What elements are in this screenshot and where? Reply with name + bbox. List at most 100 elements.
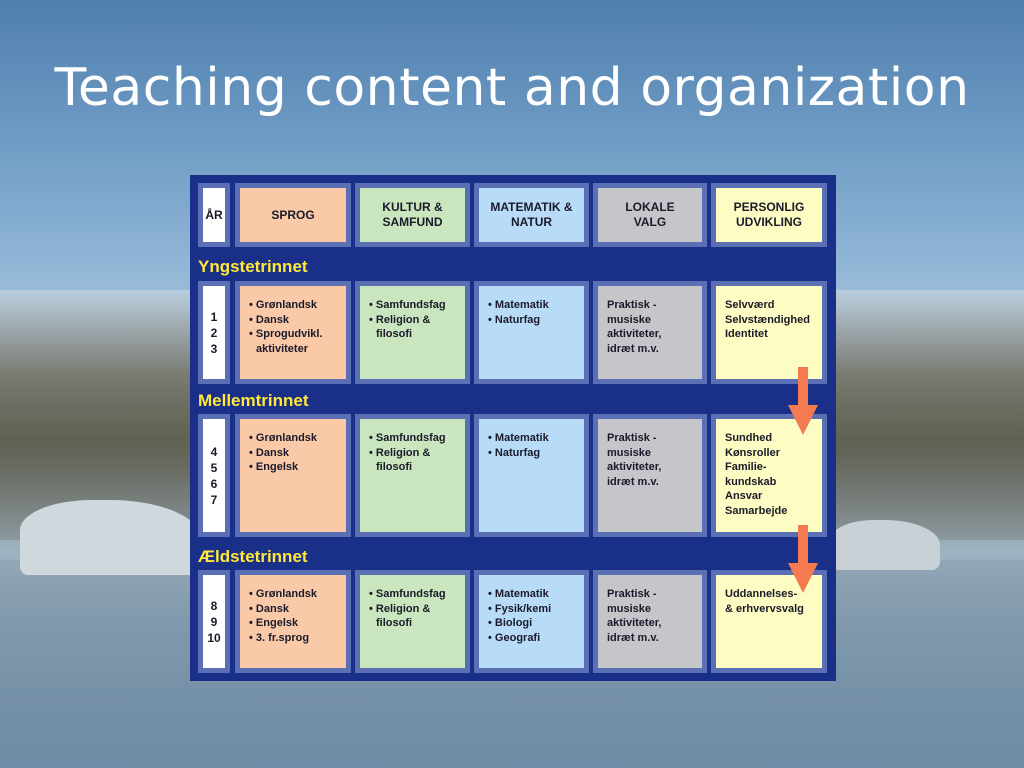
progression-arrow-down-icon (788, 367, 818, 435)
header-kultur-label: KULTUR & SAMFUND (382, 200, 442, 230)
subject-item: aktiviteter, (607, 328, 662, 340)
subject-item-continued: filosofi (376, 328, 413, 340)
header-kultur: KULTUR & SAMFUND (355, 183, 470, 247)
subject-item: Praktisk - (607, 432, 657, 444)
subject-item: aktiviteter, (607, 617, 662, 629)
subject-item: Naturfag (488, 313, 584, 328)
header-sprog-label: SPROG (271, 207, 315, 222)
cell-sprog: Grønlandsk Dansk Engelsk 3. fr.sprog (235, 570, 351, 673)
header-personlig-line: PERSONLIG (733, 200, 805, 214)
subject-item: Praktisk - (607, 588, 657, 600)
subject-item: Grønlandsk (249, 298, 346, 313)
slide-title: Teaching content and organization (54, 58, 970, 118)
year-number: 8 (210, 598, 218, 613)
subject-item: Samfundsfag (369, 298, 465, 313)
header-personlig-line: UDVIKLING (736, 215, 802, 229)
cell-lokale: Praktisk - musiske aktiviteter, idræt m.… (593, 570, 707, 673)
subject-item: Samarbejde (725, 504, 788, 517)
subject-item: musiske (607, 602, 652, 615)
header-lokale-label: LOKALE VALG (625, 200, 674, 230)
cell-kultur: Samfundsfag Religion & filosofi (355, 281, 470, 384)
subject-item: Engelsk (249, 616, 346, 631)
subject-item: Matematik (488, 298, 584, 313)
year-number: 6 (210, 476, 218, 491)
subject-item: Matematik (488, 587, 584, 602)
subject-item: 3. fr.sprog (249, 631, 346, 646)
subject-item: Matematik (488, 431, 584, 446)
header-kultur-line: SAMFUND (382, 215, 443, 229)
subject-item: Dansk (249, 602, 346, 617)
subject-item-continued: filosofi (376, 617, 413, 629)
subject-item: Biologi (488, 616, 584, 631)
subject-item: Religion & (369, 602, 465, 617)
year-number: 4 (210, 444, 218, 459)
subject-item: idræt m.v. (607, 475, 659, 488)
subject-item: Dansk (249, 313, 346, 328)
subject-item: kundskab (725, 475, 777, 488)
subject-item: Dansk (249, 446, 346, 461)
years-cell: 8 9 10 (198, 570, 230, 673)
cell-personlig: Uddannelses- & erhvervsvalg (711, 570, 827, 673)
subject-item: Religion & (369, 446, 465, 461)
header-matematik-label: MATEMATIK & NATUR (490, 200, 572, 230)
subject-item: Fysik/kemi (488, 602, 584, 617)
cell-sprog: Grønlandsk Dansk Engelsk (235, 414, 351, 537)
subject-item: Selvstændighed (725, 313, 810, 326)
subject-item: Ansvar (725, 490, 763, 502)
subject-item: idræt m.v. (607, 631, 659, 644)
header-year: ÅR (198, 183, 230, 247)
cell-sprog: Grønlandsk Dansk Sprogudvikl. aktivitete… (235, 281, 351, 384)
year-number: 7 (210, 492, 218, 507)
subject-item: Sprogudvikl. (249, 327, 346, 342)
subject-item: musiske (607, 313, 652, 326)
subject-item: Religion & (369, 313, 465, 328)
progression-arrow-down-icon (788, 525, 818, 593)
header-personlig: PERSONLIG UDVIKLING (711, 183, 827, 247)
cell-kultur: Samfundsfag Religion & filosofi (355, 414, 470, 537)
cell-kultur: Samfundsfag Religion & filosofi (355, 570, 470, 673)
subject-item: Grønlandsk (249, 587, 346, 602)
header-lokale-line: VALG (633, 215, 667, 229)
cell-personlig: Selvværd Selvstændighed Identitet (711, 281, 827, 384)
subject-item: aktiviteter, (607, 461, 662, 473)
subject-item: Naturfag (488, 446, 584, 461)
subject-item: Kønsroller (725, 446, 781, 459)
subject-item: Samfundsfag (369, 431, 465, 446)
header-lokale-line: LOKALE (625, 200, 675, 214)
cell-matematik: Matematik Fysik/kemi Biologi Geografi (474, 570, 589, 673)
subject-item: Familie- (725, 461, 767, 473)
years-cell: 1 2 3 (198, 281, 230, 384)
curriculum-table: ÅR SPROG KULTUR & SAMFUND MATEMATIK & NA… (190, 175, 836, 681)
subject-item-continued: aktiviteter (256, 342, 308, 355)
subject-item: Uddannelses- (725, 588, 798, 600)
subject-item: Selvværd (725, 299, 775, 311)
header-personlig-label: PERSONLIG UDVIKLING (734, 200, 805, 230)
subject-item: Identitet (725, 328, 768, 340)
header-lokale: LOKALE VALG (593, 183, 707, 247)
subject-item: Engelsk (249, 460, 346, 475)
subject-item: Geografi (488, 631, 584, 646)
year-number: 9 (210, 614, 218, 629)
section-title-aeldstetrinnet: Ældstetrinnet (198, 547, 308, 566)
years-cell: 4 5 6 7 (198, 414, 230, 537)
background-iceberg-right (830, 520, 940, 570)
cell-matematik: Matematik Naturfag (474, 414, 589, 537)
header-matematik: MATEMATIK & NATUR (474, 183, 589, 247)
header-matematik-line: MATEMATIK & (490, 200, 573, 214)
subject-item: Grønlandsk (249, 431, 346, 446)
subject-item: Praktisk - (607, 299, 657, 311)
cell-lokale: Praktisk - musiske aktiviteter, idræt m.… (593, 414, 707, 537)
header-kultur-line: KULTUR & (382, 200, 443, 214)
section-title-yngstetrinnet: Yngstetrinnet (198, 257, 308, 276)
year-number: 3 (210, 341, 218, 356)
cell-matematik: Matematik Naturfag (474, 281, 589, 384)
year-number: 10 (207, 630, 221, 645)
year-number: 1 (210, 309, 218, 324)
subject-item: Samfundsfag (369, 587, 465, 602)
subject-item: & erhvervsvalg (725, 602, 804, 615)
subject-item: Sundhed (725, 432, 773, 444)
year-number: 2 (210, 325, 218, 340)
subject-item-continued: filosofi (376, 461, 413, 473)
section-title-mellemtrinnet: Mellemtrinnet (198, 391, 309, 410)
background-iceberg-left (20, 500, 200, 575)
